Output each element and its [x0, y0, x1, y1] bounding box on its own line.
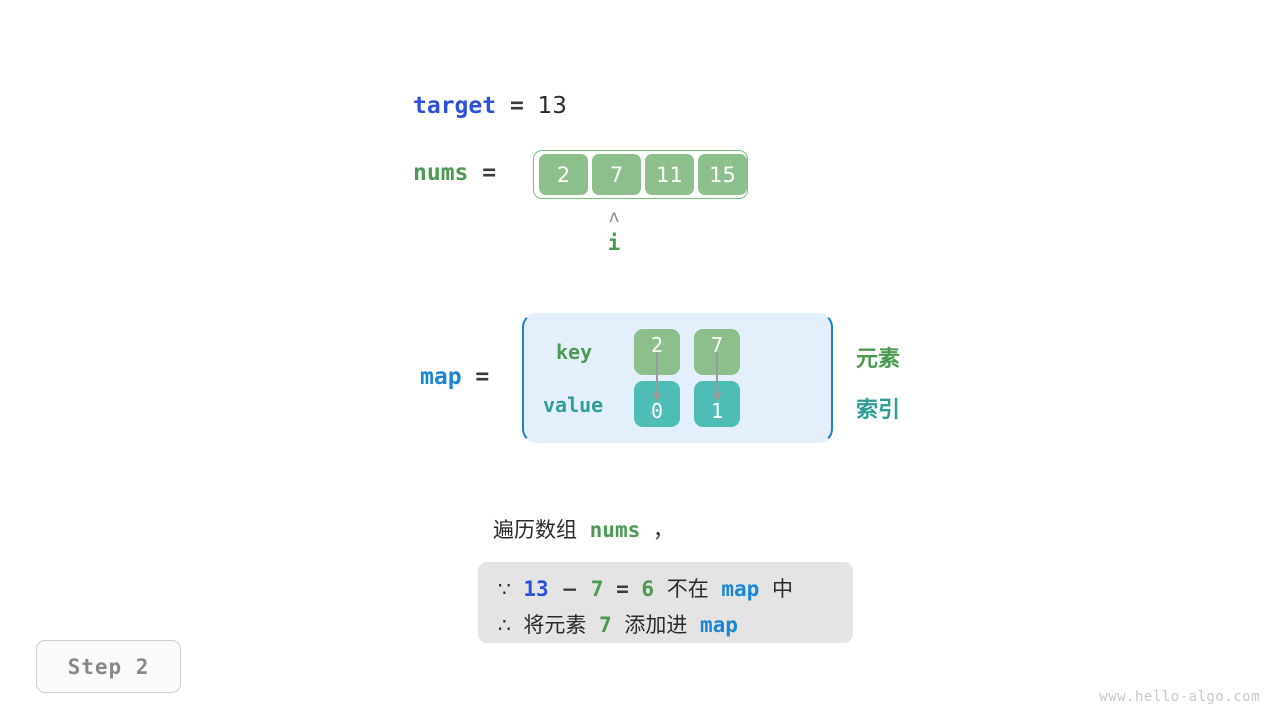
target-declaration: target = 13 — [413, 93, 567, 119]
caption-suffix: ， — [652, 518, 674, 542]
nums-equals-sign: = — [482, 160, 497, 186]
map-element-side-label: 元素 — [856, 347, 901, 372]
target-variable-name: target — [413, 93, 497, 119]
nums-declaration: nums = — [413, 160, 496, 186]
note-line-1: ∵ 13 − 7 = 6 不在 map 中 — [498, 571, 853, 607]
map-variable-name: map — [420, 364, 462, 390]
nums-cell: 2 — [539, 154, 588, 195]
note-line2-mid-text: 添加进 — [624, 613, 688, 637]
map-mapping-arrow-icon — [652, 352, 662, 401]
nums-cell: 11 — [645, 154, 694, 195]
map-left-bracket — [522, 313, 540, 443]
target-value: 13 — [537, 93, 567, 119]
because-symbol-icon: ∵ — [498, 577, 511, 601]
map-right-bracket — [815, 313, 833, 443]
map-value-cell: 0 — [634, 381, 680, 427]
note-line1-end-text: 中 — [771, 577, 793, 601]
nums-cell: 15 — [698, 154, 747, 195]
note-equals-operator: = — [616, 577, 629, 601]
nums-variable-name: nums — [413, 160, 469, 186]
note-current-value: 7 — [590, 577, 604, 601]
pointer-caret-icon: ʌ — [608, 207, 620, 227]
note-line-2: ∴ 将元素 7 添加进 map — [498, 607, 853, 643]
note-line2-map-ref: map — [700, 613, 738, 637]
note-minus-operator: − — [561, 577, 579, 601]
map-declaration: map = — [420, 364, 489, 390]
step-badge: Step 2 — [36, 640, 181, 693]
note-line1-mid-text: 不在 — [666, 577, 709, 601]
note-target-value: 13 — [523, 577, 549, 601]
therefore-symbol-icon: ∴ — [498, 613, 511, 637]
caption-line: 遍历数组 nums ， — [493, 514, 674, 544]
map-equals-sign: = — [475, 364, 490, 390]
map-mapping-arrow-icon — [712, 352, 722, 401]
nums-array-container: 2 7 11 15 — [533, 150, 748, 199]
map-index-side-label: 索引 — [856, 398, 901, 423]
note-box: ∵ 13 − 7 = 6 不在 map 中 ∴ 将元素 7 添加进 map — [478, 562, 853, 643]
note-complement-value: 6 — [641, 577, 655, 601]
map-value-row-label: value — [543, 393, 604, 417]
caption-variable: nums — [589, 518, 641, 542]
nums-cell: 7 — [592, 154, 641, 195]
target-equals-sign: = — [509, 93, 524, 119]
caption-prefix: 遍历数组 — [493, 518, 577, 542]
note-line1-map-ref: map — [721, 577, 760, 601]
watermark: www.hello-algo.com — [1099, 689, 1260, 705]
note-line2-element: 7 — [599, 613, 612, 637]
pointer-index-label: i — [607, 231, 621, 255]
map-key-row-label: key — [556, 340, 593, 364]
note-line2-prefix: 将元素 — [523, 613, 587, 637]
